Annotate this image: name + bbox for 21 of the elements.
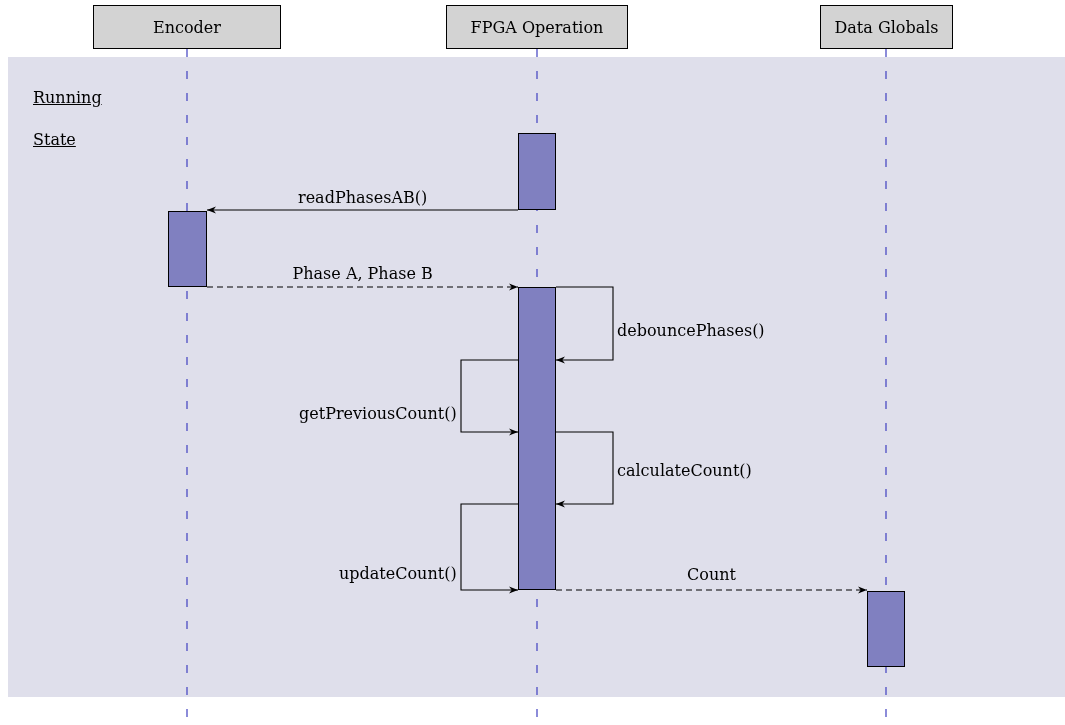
lifeline-header: Data Globals — [820, 5, 953, 49]
self-message-arrow — [555, 431, 614, 508]
message-label: Phase A, Phase B — [290, 264, 435, 284]
lifeline-header: FPGA Operation — [446, 5, 628, 49]
frame-label: Running State — [33, 87, 103, 151]
message-label: calculateCount() — [615, 461, 754, 481]
frame-background — [8, 57, 1065, 697]
lifeline-header: Encoder — [93, 5, 281, 49]
self-message-arrow — [460, 359, 519, 436]
self-message-arrow — [555, 286, 614, 364]
activation-bar — [518, 287, 556, 590]
self-message-arrow — [460, 503, 519, 594]
activation-bar — [867, 591, 905, 667]
message-label: getPreviousCount() — [297, 404, 459, 424]
message-label: updateCount() — [337, 564, 459, 584]
message-arrow — [555, 586, 868, 594]
message-arrow — [206, 206, 519, 214]
message-arrow — [206, 283, 519, 291]
activation-bar — [518, 133, 556, 210]
message-label: debouncePhases() — [615, 321, 767, 341]
activation-bar — [168, 211, 207, 287]
